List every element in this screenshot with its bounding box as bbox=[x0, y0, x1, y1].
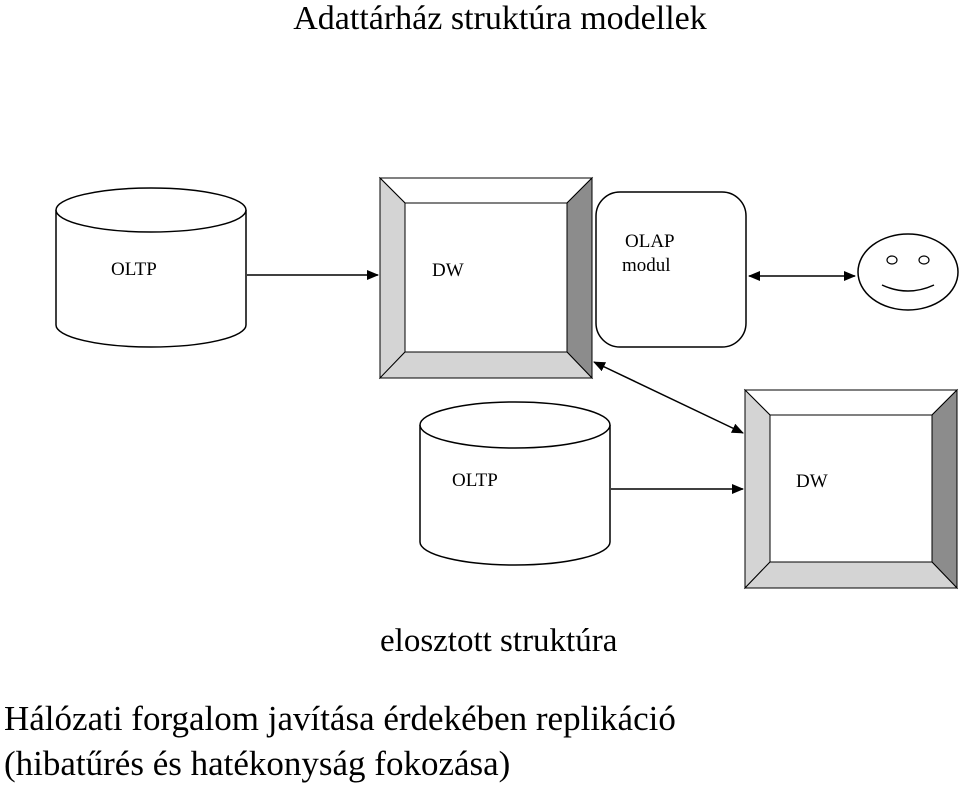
dw-bottom-box: DW bbox=[743, 388, 959, 590]
olap-label-line1: OLAP bbox=[625, 231, 675, 252]
olap-label-line2: modul bbox=[622, 255, 671, 276]
page-title: Adattárház struktúra modellek bbox=[293, 0, 707, 37]
diagram-caption: elosztott struktúra bbox=[380, 623, 618, 659]
smiley-user-icon bbox=[857, 233, 959, 311]
oltp-top-label: OLTP bbox=[111, 259, 157, 280]
footer-line-1: Hálózati forgalom javítása érdekében rep… bbox=[4, 699, 676, 738]
oltp-bottom-label: OLTP bbox=[452, 470, 498, 491]
footer-line-2: (hibatűrés és hatékonyság fokozása) bbox=[4, 744, 511, 783]
oltp-top-cylinder: OLTP bbox=[55, 187, 247, 348]
olap-module-box: OLAP modul bbox=[595, 191, 747, 348]
arrow-dw-replication bbox=[593, 361, 744, 434]
dw-bottom-label: DW bbox=[796, 471, 828, 492]
dw-top-box: DW bbox=[378, 176, 594, 380]
footer-text: Hálózati forgalom javítása érdekében rep… bbox=[4, 696, 676, 786]
dw-top-label: DW bbox=[432, 260, 464, 281]
oltp-bottom-cylinder: OLTP bbox=[419, 401, 611, 566]
